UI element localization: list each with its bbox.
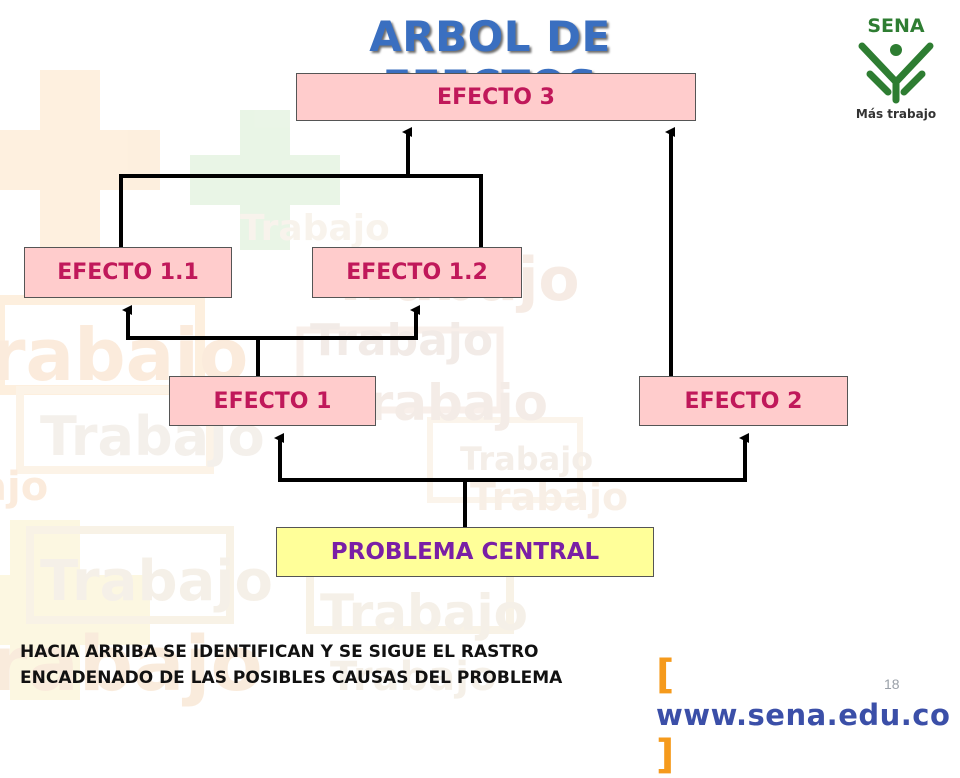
url-open-bracket: [ — [656, 652, 675, 698]
sena-logo-tagline: Más trabajo — [856, 107, 936, 121]
url-text: www.sena.edu.co — [656, 698, 951, 732]
sena-logo-mark-icon: SENA Más trabajo — [856, 15, 936, 121]
svg-text:rabajo: rabajo — [0, 619, 263, 708]
svg-text:ajo: ajo — [0, 464, 48, 510]
page-number: 18 — [884, 676, 900, 692]
watermark-background: rabajo Trabajo ajo Trabajo rabajo Trabaj… — [0, 70, 628, 708]
plus-shape-green — [190, 110, 340, 250]
svg-text:Trabajo: Trabajo — [40, 549, 273, 614]
box-efecto-3: EFECTO 3 — [296, 73, 696, 121]
footnote-line-1: HACIA ARRIBA SE IDENTIFICAN Y SE SIGUE E… — [20, 642, 539, 662]
footnote-line-2: ENCADENADO DE LAS POSIBLES CAUSAS DEL PR… — [20, 668, 563, 688]
connector-lines — [119, 127, 749, 529]
box-efecto-1-2: EFECTO 1.2 — [312, 247, 522, 298]
svg-text:Trabajo: Trabajo — [310, 315, 493, 366]
box-efecto-2: EFECTO 2 — [639, 376, 848, 426]
svg-text:Trabajo: Trabajo — [470, 475, 628, 519]
svg-text:Trabajo: Trabajo — [460, 440, 593, 478]
sena-logo: SENA Más trabajo — [848, 12, 948, 122]
footnote-text: HACIA ARRIBA SE IDENTIFICAN Y SE SIGUE E… — [20, 639, 640, 691]
box-efecto-1-1: EFECTO 1.1 — [24, 247, 232, 298]
website-url[interactable]: [ www.sena.edu.co ] — [656, 652, 960, 778]
plus-shape-yellow — [0, 520, 150, 700]
box-efecto-1: EFECTO 1 — [169, 376, 376, 426]
svg-text:Trabajo: Trabajo — [320, 584, 528, 642]
svg-text:Trabajo: Trabajo — [240, 208, 390, 249]
plus-shape-orange — [0, 70, 160, 250]
svg-text:Trabajo: Trabajo — [330, 654, 496, 700]
sena-logo-wordmark: SENA — [867, 15, 925, 37]
box-problema-central: PROBLEMA CENTRAL — [276, 527, 654, 577]
url-close-bracket: ] — [656, 732, 675, 778]
